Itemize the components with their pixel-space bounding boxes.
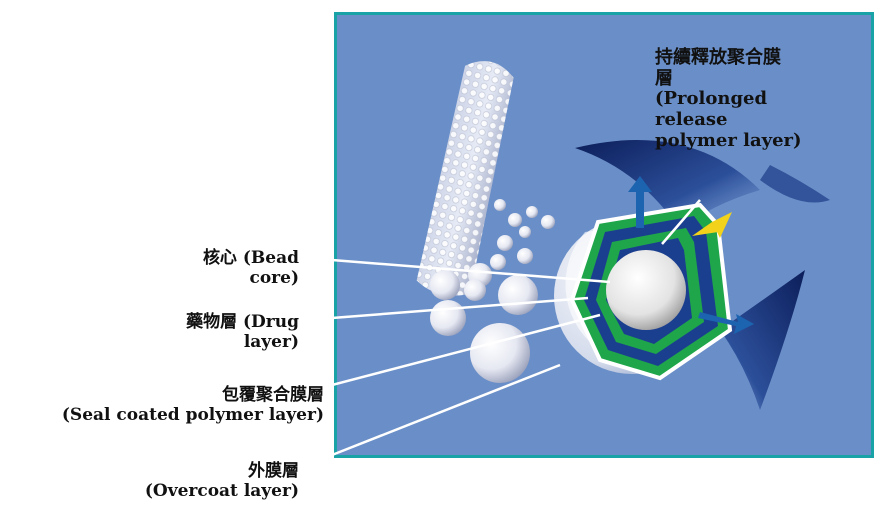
label-prolonged-release-layer: 持續釋放聚合膜 層 (Prolonged release polymer lay… [655, 47, 802, 151]
label-bead-core-zh: 核心 (Bead [202, 248, 299, 268]
bead-cross-section [554, 202, 733, 381]
label-prolonged-zh2: 層 [655, 67, 673, 89]
label-prolonged-en2: release [655, 109, 728, 131]
label-overcoat-layer: 外膜層 (Overcoat layer) [144, 461, 299, 501]
label-overcoat-layer-zh: 外膜層 [248, 461, 299, 481]
label-prolonged-en3: polymer layer) [655, 129, 802, 151]
release-swirl-top [575, 140, 760, 230]
label-bead-core: 核心 (Bead core) [202, 248, 299, 288]
release-swirl-top-right [760, 165, 830, 203]
label-drug-layer-zh: 藥物層 (Drug [186, 312, 299, 332]
leader-drug-layer [331, 296, 589, 320]
label-drug-layer-en: layer) [243, 331, 299, 352]
capsule [416, 61, 514, 296]
leader-overcoat-layer [331, 363, 561, 457]
leader-lines [331, 199, 701, 457]
label-prolonged-en1: (Prolonged [655, 88, 768, 110]
leader-seal-layer [331, 313, 601, 387]
label-drug-layer: 藥物層 (Drug layer) [186, 312, 299, 352]
label-prolonged-zh1: 持續釋放聚合膜 [655, 47, 781, 68]
label-seal-layer-en: (Seal coated polymer layer) [61, 404, 324, 425]
leader-bead-core [331, 258, 611, 284]
label-overcoat-layer-en: (Overcoat layer) [144, 480, 299, 501]
release-swirl-right [720, 270, 805, 410]
label-seal-layer: 包覆聚合膜層 (Seal coated polymer layer) [61, 385, 324, 425]
label-bead-core-en: core) [249, 267, 299, 288]
leader-prolonged-layer [661, 199, 701, 245]
label-seal-layer-zh: 包覆聚合膜層 [222, 385, 324, 405]
release-arrows [628, 176, 754, 334]
